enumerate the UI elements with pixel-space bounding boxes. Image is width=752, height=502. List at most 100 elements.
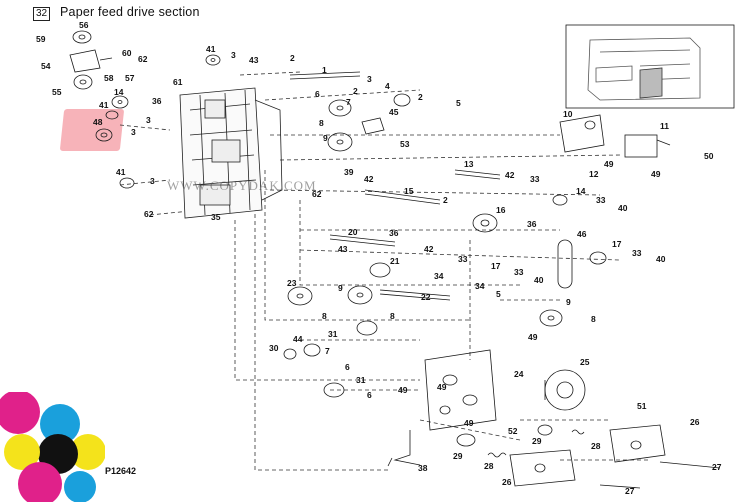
callout-label[interactable]: 50 — [704, 151, 714, 161]
callout-label[interactable]: 45 — [389, 107, 399, 117]
callout-label[interactable]: 22 — [421, 292, 431, 302]
callout-label[interactable]: 23 — [287, 278, 297, 288]
callout-label[interactable]: 39 — [344, 167, 354, 177]
callout-label[interactable]: 48 — [93, 117, 103, 127]
callout-label[interactable]: 33 — [632, 248, 642, 258]
callout-label[interactable]: 7 — [325, 346, 330, 356]
callout-label[interactable]: 6 — [345, 362, 350, 372]
callout-label[interactable]: 6 — [367, 390, 372, 400]
callout-label[interactable]: 28 — [484, 461, 494, 471]
callout-label[interactable]: 42 — [364, 174, 374, 184]
callout-label[interactable]: 31 — [328, 329, 338, 339]
callout-label[interactable]: 40 — [534, 275, 544, 285]
callout-label[interactable]: 55 — [52, 87, 62, 97]
callout-label[interactable]: 27 — [625, 486, 635, 496]
callout-label[interactable]: 9 — [338, 283, 343, 293]
callout-label[interactable]: 33 — [514, 267, 524, 277]
callout-label[interactable]: 4 — [385, 81, 390, 91]
callout-label[interactable]: 3 — [146, 115, 151, 125]
callout-label[interactable]: 25 — [580, 357, 590, 367]
callout-label[interactable]: 8 — [390, 311, 395, 321]
callout-label[interactable]: 27 — [712, 462, 722, 472]
callout-label[interactable]: 43 — [338, 244, 348, 254]
callout-label[interactable]: 42 — [505, 170, 515, 180]
callout-label[interactable]: 36 — [389, 228, 399, 238]
callout-label[interactable]: 10 — [563, 109, 573, 119]
callout-label[interactable]: 35 — [211, 212, 221, 222]
callout-label[interactable]: 36 — [152, 96, 162, 106]
callout-label[interactable]: 36 — [527, 219, 537, 229]
callout-label[interactable]: 9 — [566, 297, 571, 307]
callout-label[interactable]: 49 — [528, 332, 538, 342]
callout-label[interactable]: 38 — [418, 463, 428, 473]
callout-label[interactable]: 31 — [356, 375, 366, 385]
callout-label[interactable]: 2 — [443, 195, 448, 205]
callout-label[interactable]: 13 — [464, 159, 474, 169]
callout-label[interactable]: 54 — [41, 61, 51, 71]
callout-label[interactable]: 15 — [404, 186, 414, 196]
callout-label[interactable]: 53 — [400, 139, 410, 149]
callout-label[interactable]: 29 — [453, 451, 463, 461]
callout-label[interactable]: 2 — [353, 86, 358, 96]
callout-label[interactable]: 62 — [138, 54, 148, 64]
callout-label[interactable]: 33 — [596, 195, 606, 205]
callout-label[interactable]: 30 — [269, 343, 279, 353]
callout-label[interactable]: 51 — [637, 401, 647, 411]
callout-label[interactable]: 3 — [367, 74, 372, 84]
callout-label[interactable]: 33 — [530, 174, 540, 184]
callout-label[interactable]: 42 — [424, 244, 434, 254]
callout-label[interactable]: 56 — [79, 20, 89, 30]
callout-label[interactable]: 26 — [502, 477, 512, 487]
callout-label[interactable]: 8 — [322, 311, 327, 321]
callout-label[interactable]: 24 — [514, 369, 524, 379]
callout-label[interactable]: 59 — [36, 34, 46, 44]
callout-label[interactable]: 41 — [99, 100, 109, 110]
callout-label[interactable]: 11 — [660, 121, 669, 131]
callout-label[interactable]: 61 — [173, 77, 183, 87]
callout-label[interactable]: 14 — [114, 87, 124, 97]
callout-label[interactable]: 17 — [491, 261, 501, 271]
callout-label[interactable]: 20 — [348, 227, 358, 237]
callout-label[interactable]: 6 — [315, 89, 320, 99]
callout-label[interactable]: 2 — [290, 53, 295, 63]
callout-label[interactable]: 49 — [437, 382, 447, 392]
callout-label[interactable]: 8 — [319, 118, 324, 128]
callout-label[interactable]: 14 — [576, 186, 586, 196]
callout-label[interactable]: 34 — [475, 281, 485, 291]
callout-label[interactable]: 43 — [249, 55, 259, 65]
callout-label[interactable]: 7 — [346, 97, 351, 107]
callout-label[interactable]: 46 — [577, 229, 587, 239]
callout-label[interactable]: 60 — [122, 48, 132, 58]
callout-label[interactable]: 57 — [125, 73, 135, 83]
callout-label[interactable]: 29 — [532, 436, 542, 446]
callout-label[interactable]: 2 — [418, 92, 423, 102]
callout-label[interactable]: 49 — [651, 169, 661, 179]
callout-label[interactable]: 49 — [604, 159, 614, 169]
callout-label[interactable]: 26 — [690, 417, 700, 427]
callout-label[interactable]: 3 — [131, 127, 136, 137]
callout-label[interactable]: 9 — [323, 133, 328, 143]
callout-label[interactable]: 62 — [312, 189, 322, 199]
callout-label[interactable]: 49 — [464, 418, 474, 428]
callout-label[interactable]: 17 — [612, 239, 622, 249]
callout-label[interactable]: 44 — [293, 334, 303, 344]
callout-label[interactable]: 12 — [589, 169, 599, 179]
callout-label[interactable]: 5 — [496, 289, 501, 299]
callout-label[interactable]: 21 — [390, 256, 400, 266]
callout-label[interactable]: 5 — [456, 98, 461, 108]
callout-label[interactable]: 41 — [206, 44, 216, 54]
callout-label[interactable]: 62 — [144, 209, 154, 219]
callout-label[interactable]: 52 — [508, 426, 518, 436]
callout-label[interactable]: 3 — [150, 176, 155, 186]
callout-label[interactable]: 41 — [116, 167, 126, 177]
callout-label[interactable]: 34 — [434, 271, 444, 281]
callout-label[interactable]: 28 — [591, 441, 601, 451]
callout-label[interactable]: 33 — [458, 254, 468, 264]
callout-label[interactable]: 40 — [618, 203, 628, 213]
callout-label[interactable]: 49 — [398, 385, 408, 395]
callout-label[interactable]: 58 — [104, 73, 114, 83]
callout-label[interactable]: 3 — [231, 50, 236, 60]
callout-label[interactable]: 1 — [322, 65, 327, 75]
callout-label[interactable]: 8 — [591, 314, 596, 324]
callout-label[interactable]: 16 — [496, 205, 506, 215]
